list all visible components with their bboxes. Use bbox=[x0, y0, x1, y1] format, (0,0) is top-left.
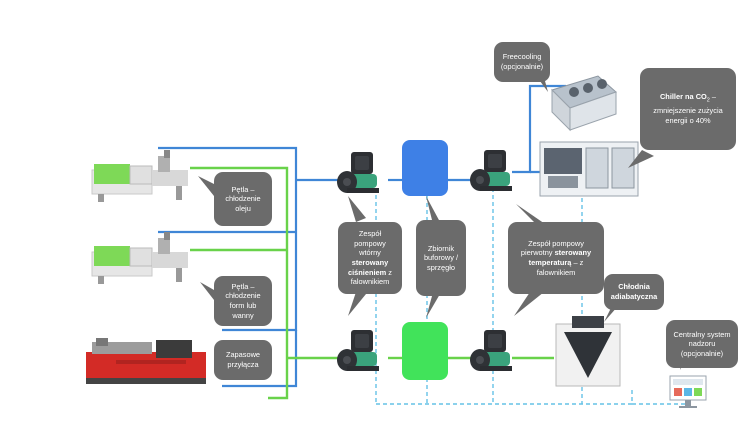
chiller-unit-icon bbox=[539, 141, 639, 197]
buffer-tank-cold bbox=[402, 322, 448, 380]
label-line: Zapasowe bbox=[225, 350, 261, 360]
return-pipe bbox=[190, 166, 289, 400]
buffer-tank-hot bbox=[402, 140, 448, 196]
label-line: temperaturą – z bbox=[529, 258, 584, 268]
label-line-bold: sterowany bbox=[351, 258, 389, 267]
label-line: falownikiem bbox=[350, 277, 390, 287]
monitor-icon bbox=[669, 375, 707, 408]
freecooler-icon bbox=[551, 75, 617, 132]
label-text: z bbox=[386, 267, 392, 277]
primary-pump-label: Zespół pompowy pierwotny sterowany tempe… bbox=[508, 222, 604, 294]
label-line: sprzęgło bbox=[427, 262, 455, 272]
chiller-label: Chiller na CO2 – zmniejszenie zużycia en… bbox=[640, 68, 736, 150]
label-line: zmniejszenie zużycia bbox=[653, 106, 723, 116]
injection-molding-machine-icon bbox=[91, 232, 188, 284]
adiabatic-cooler-icon bbox=[555, 316, 621, 387]
label-line: adiabatyczna bbox=[610, 292, 658, 301]
pump-icon bbox=[470, 150, 512, 191]
label-line: pompowy bbox=[354, 238, 386, 248]
label-line: (opcjonalnie) bbox=[500, 62, 544, 71]
secondary-circuit bbox=[158, 146, 402, 400]
label-line: pierwotny sterowany bbox=[521, 248, 591, 258]
label-line: chłodzenie bbox=[225, 194, 261, 204]
supply-pipe bbox=[158, 146, 298, 332]
supervision-system-label: Centralny system nadzoru (opcjonalnie) bbox=[666, 320, 738, 368]
pump-icon bbox=[470, 330, 512, 371]
buffer-tank-label: Zbiornik buforowy / sprzęgło bbox=[416, 220, 466, 296]
label-line: energii o 40% bbox=[665, 116, 711, 126]
label-line: Pętla – bbox=[231, 184, 255, 194]
supply-pipe bbox=[222, 330, 298, 388]
oil-loop-label: Pętla – chłodzenie oleju bbox=[214, 172, 272, 226]
label-line: ciśnieniem z bbox=[348, 268, 392, 278]
label-line: oleju bbox=[235, 203, 251, 213]
label-line: nadzoru bbox=[688, 339, 716, 349]
label-line: wtórny bbox=[359, 248, 381, 258]
freecooling-label: Freecooling (opcjonalnie) bbox=[494, 42, 550, 82]
spare-connections-label: Zapasowe przyłącza bbox=[214, 340, 272, 380]
injection-molding-machine-icon bbox=[91, 150, 188, 202]
label-line: wanny bbox=[232, 310, 254, 320]
label-bold: temperaturą bbox=[528, 258, 572, 267]
pump-icon bbox=[337, 330, 379, 371]
label-bold: sterowany bbox=[554, 248, 592, 258]
label-line: Chiller na CO2 – bbox=[660, 92, 716, 106]
label-line: buforowy / bbox=[423, 253, 459, 263]
label-line: Chłodnia bbox=[618, 282, 650, 292]
label-bold: Chiller na CO bbox=[659, 92, 707, 102]
label-line: Pętla – bbox=[231, 281, 255, 291]
supply-pipe bbox=[512, 84, 566, 174]
label-bold: ciśnieniem bbox=[348, 267, 387, 277]
label-line: Zespół bbox=[358, 229, 382, 239]
label-line: falownikiem bbox=[536, 267, 576, 277]
secondary-pump-label: Zespół pompowy wtórny sterowany ciśnieni… bbox=[338, 222, 402, 294]
label-line: (opcjonalnie) bbox=[680, 348, 724, 358]
label-text: – bbox=[709, 92, 717, 102]
label-line: chłodzenie bbox=[225, 291, 261, 301]
label-line: Freecooling bbox=[502, 52, 542, 62]
label-line: form lub bbox=[229, 301, 257, 310]
mold-loop-label: Pętla – chłodzenie form lub wanny bbox=[214, 276, 272, 326]
label-subscript: 2 bbox=[706, 97, 710, 104]
extruder-icon bbox=[86, 338, 206, 384]
control-line bbox=[376, 390, 633, 405]
label-line: Zespół pompowy bbox=[528, 238, 584, 248]
label-line: przyłącza bbox=[227, 360, 259, 369]
label-text: – z bbox=[571, 258, 584, 267]
label-line: Centralny system bbox=[673, 329, 731, 339]
label-text: pierwotny bbox=[520, 248, 555, 258]
pump-icon bbox=[337, 152, 379, 193]
adiabatic-cooler-label: Chłodnia adiabatyczna bbox=[604, 274, 664, 310]
label-line: Zbiornik bbox=[427, 243, 455, 253]
